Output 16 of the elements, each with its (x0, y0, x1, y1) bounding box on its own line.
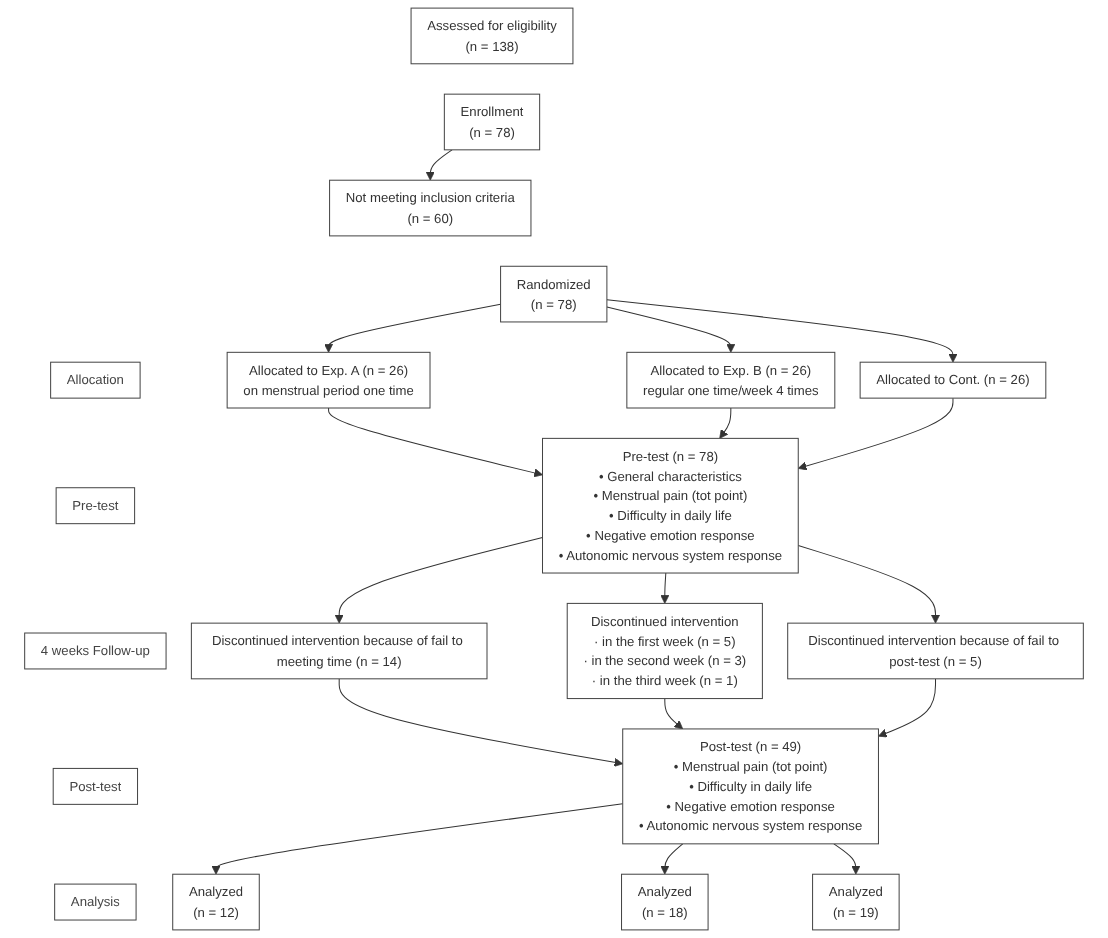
arrow (338, 678, 624, 767)
arrow (425, 149, 453, 181)
arrow (719, 407, 732, 439)
arrow (660, 572, 670, 604)
arrow (797, 545, 940, 624)
arrow (324, 303, 502, 353)
arrow (664, 698, 684, 730)
arrow (797, 397, 954, 471)
arrow (606, 299, 958, 363)
arrow (833, 843, 861, 875)
arrow (878, 678, 936, 738)
arrow (211, 803, 624, 875)
arrow (328, 407, 543, 478)
arrow (606, 306, 736, 353)
arrow (334, 537, 543, 624)
arrow (660, 843, 684, 875)
